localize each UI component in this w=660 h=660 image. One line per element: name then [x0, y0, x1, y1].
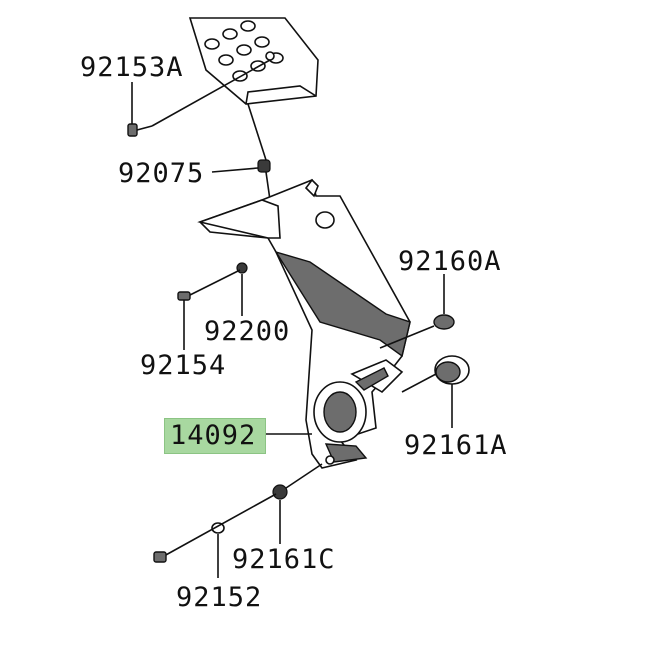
grommet-ring-92161A — [401, 355, 470, 428]
label-92153A: 92153A — [80, 52, 184, 83]
upper-grill-panel — [188, 17, 319, 105]
label-92154: 92154 — [140, 350, 227, 381]
bolt-92152 — [153, 493, 277, 578]
label-92200: 92200 — [204, 316, 291, 347]
label-14092: 14092 — [170, 420, 257, 451]
label-92160A: 92160A — [398, 246, 502, 277]
label-92161C: 92161C — [232, 544, 336, 575]
bolt-92154 — [177, 291, 191, 350]
label-92161A: 92161A — [404, 430, 508, 461]
screw-92153A — [127, 59, 271, 137]
lower-cowl-14092 — [197, 178, 411, 469]
washer-92160A — [379, 274, 455, 349]
label-92075: 92075 — [118, 158, 205, 189]
highlight-box-14092 — [164, 418, 266, 454]
label-92152: 92152 — [176, 582, 263, 613]
grommet-92075 — [211, 103, 271, 201]
grommet-92161C — [272, 463, 323, 544]
washer-92200 — [187, 262, 248, 316]
